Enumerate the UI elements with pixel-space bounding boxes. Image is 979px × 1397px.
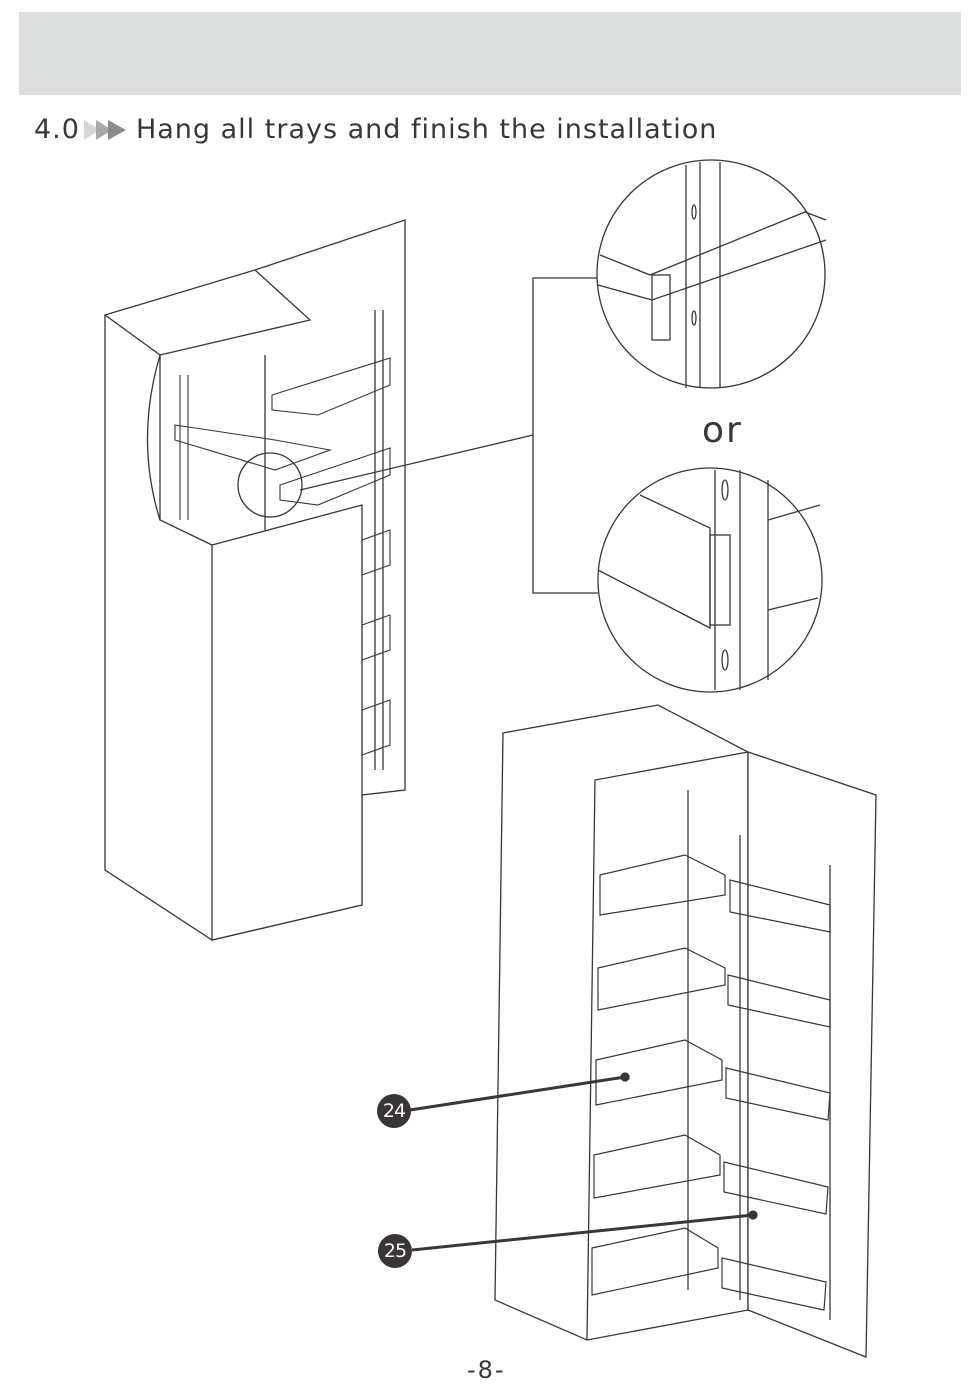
section-heading: 4.0 Hang all trays and finish the instal… (34, 114, 717, 145)
right-cabinet-drawing (494, 704, 877, 1358)
callout-25: 25 (378, 1234, 412, 1268)
double-chevron-right-icon (83, 119, 126, 140)
or-label: or (702, 410, 743, 451)
section-number: 4.0 (34, 114, 80, 145)
callout-24: 24 (377, 1094, 411, 1128)
section-title: Hang all trays and finish the installati… (135, 114, 718, 145)
detail-view-top (596, 159, 827, 389)
header-band (19, 12, 961, 95)
detail-view-bottom (597, 467, 823, 693)
left-cabinet-drawing (104, 219, 406, 941)
page-number: -8- (467, 1356, 506, 1384)
